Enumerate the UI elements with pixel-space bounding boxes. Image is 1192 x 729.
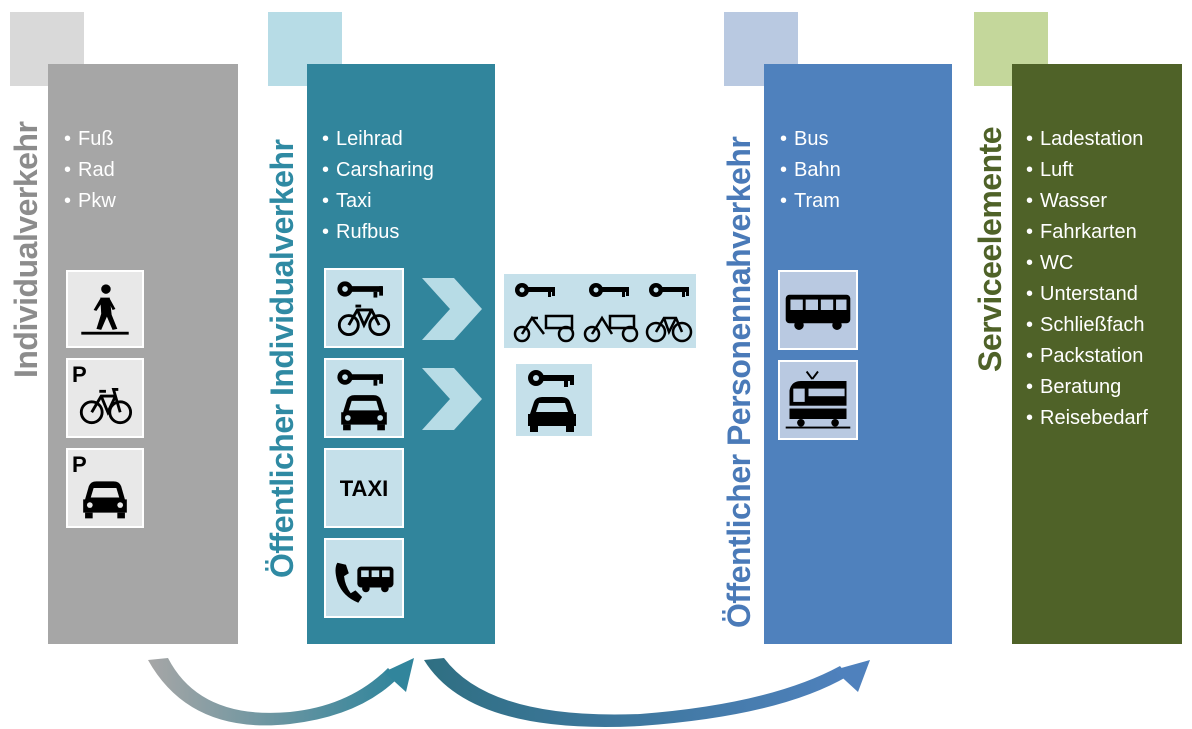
list-item: Pkw: [64, 186, 116, 217]
bike-rental-tile: [324, 268, 404, 348]
list-item: Wasser: [1026, 186, 1148, 217]
bus-tile: [778, 270, 858, 350]
list-item: Fahrkarten: [1026, 217, 1148, 248]
parking-letter: P: [72, 362, 87, 387]
bike-parking-tile: P: [66, 358, 144, 438]
list-item: Carsharing: [322, 155, 434, 186]
carsharing-variant-icon: [528, 370, 576, 432]
carsharing-variant: [516, 364, 592, 436]
taxi-label: TAXI: [339, 476, 389, 501]
list-item: Rad: [64, 155, 116, 186]
train-icon: [785, 370, 851, 429]
list-item: Beratung: [1026, 372, 1148, 403]
rental-variants: [504, 274, 696, 348]
tram-tile: [778, 360, 858, 440]
arrow-iv-to-oiv: [148, 658, 414, 726]
pedestrian-tile: [66, 270, 144, 348]
se-list: Ladestation Luft Wasser Fahrkarten WC Un…: [1026, 124, 1148, 434]
list-item: Rufbus: [322, 217, 434, 248]
opnv-list: Bus Bahn Tram: [780, 124, 841, 217]
list-item: Schließfach: [1026, 310, 1148, 341]
list-item: Ladestation: [1026, 124, 1148, 155]
bicycle-icon: [79, 388, 133, 425]
list-item: Packstation: [1026, 341, 1148, 372]
arrow-oiv-to-opnv: [424, 658, 870, 727]
parking-letter: P: [72, 452, 87, 477]
list-item: Fuß: [64, 124, 116, 155]
car-icon: [83, 481, 127, 519]
list-item: Luft: [1026, 155, 1148, 186]
iv-list: Fuß Rad Pkw: [64, 124, 116, 217]
bus-icon: [785, 294, 851, 330]
taxi-tile: TAXI: [324, 448, 404, 528]
chevron-right-icon: [422, 278, 482, 340]
list-item: Taxi: [322, 186, 434, 217]
carsharing-tile: [324, 358, 404, 438]
list-item: Tram: [780, 186, 841, 217]
cargo-bike-rental-icons: [513, 283, 693, 343]
list-item: WC: [1026, 248, 1148, 279]
list-item: Bus: [780, 124, 841, 155]
list-item: Leihrad: [322, 124, 434, 155]
phone-bus-icon: [335, 562, 394, 603]
on-demand-bus-tile: [324, 538, 404, 618]
oiv-list: Leihrad Carsharing Taxi Rufbus: [322, 124, 434, 248]
car-parking-tile: P: [66, 448, 144, 528]
chevron-right-icon: [422, 368, 482, 430]
bike-rental-icon: [337, 281, 391, 337]
pedestrian-icon: [81, 284, 129, 335]
list-item: Reisebedarf: [1026, 403, 1148, 434]
carsharing-icon: [337, 369, 387, 431]
list-item: Bahn: [780, 155, 841, 186]
list-item: Unterstand: [1026, 279, 1148, 310]
